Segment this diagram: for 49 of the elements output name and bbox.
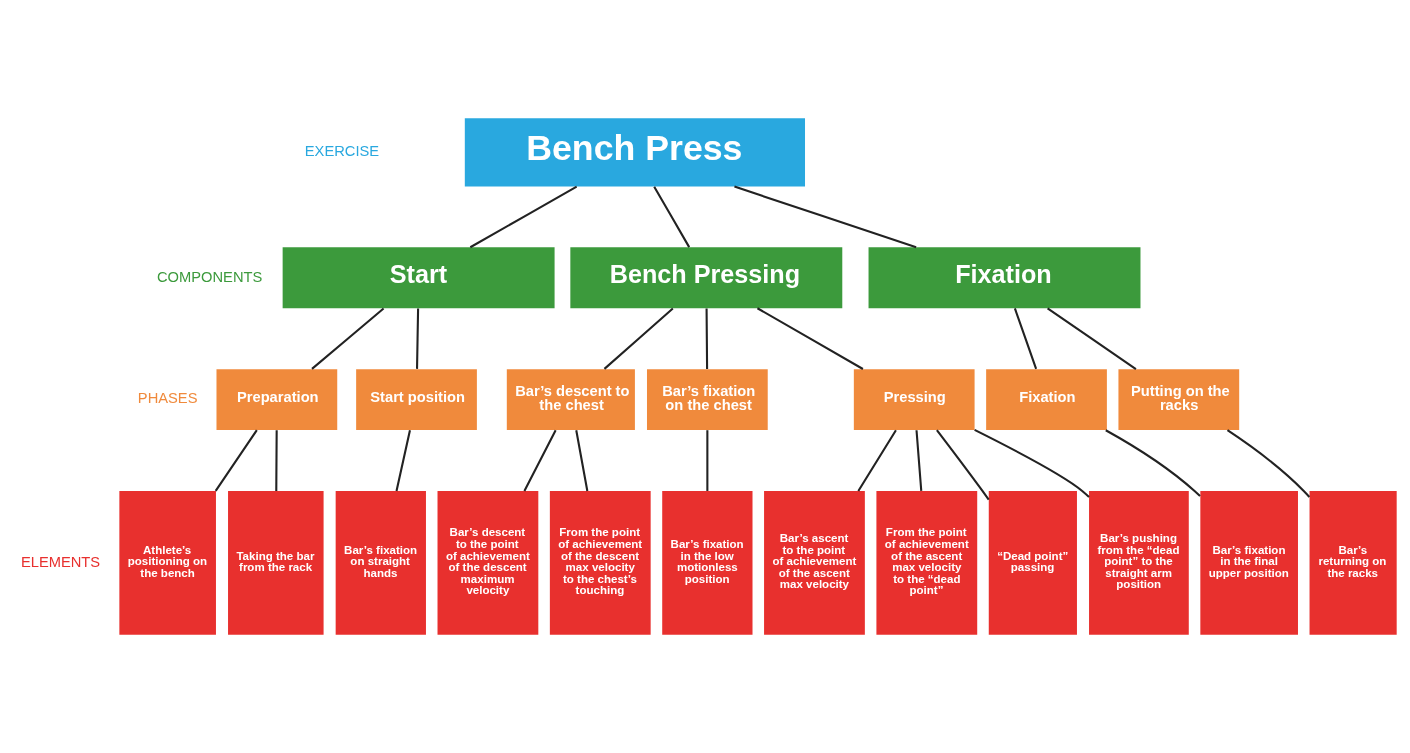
node-box: From the point of achievement of the descent max velocity to the chest’s touching [549, 490, 651, 635]
connector [936, 429, 990, 501]
connector [734, 185, 917, 249]
node-box: Bar’s descent to the chest [506, 369, 635, 431]
connector [1047, 307, 1137, 370]
connector [653, 186, 691, 248]
node-box: Start [282, 247, 555, 309]
connector [523, 429, 557, 492]
node-box: Athlete’s positioning on the bench [119, 490, 216, 635]
node-box: Bar’s fixation in the low motionless position [662, 490, 753, 635]
connector [705, 308, 709, 369]
node-box: Pressing [853, 369, 975, 431]
connector [469, 185, 578, 249]
connector [706, 430, 709, 491]
node-box: Bar’s pushing from the “dead point” to the straight arm position [1089, 490, 1189, 635]
connector [311, 307, 385, 370]
node-box: From the point of achievement of the ascent max velocity to the “dead point” [876, 490, 978, 635]
label: EXERCISE [304, 143, 380, 160]
node-box: Putting on the racks [1118, 369, 1240, 431]
label: ELEMENTS [20, 553, 101, 570]
node-box: Fixation [868, 247, 1141, 309]
node-box: Bench Press [464, 118, 805, 187]
label: COMPONENTS [157, 268, 263, 285]
connector [857, 429, 897, 492]
node-box: Bar’s returning on the racks [1309, 490, 1397, 635]
connector [416, 308, 420, 369]
node-box: “Dead point” passing [988, 490, 1077, 635]
node-box: Bar’s fixation on straight hands [335, 490, 426, 635]
connector [1013, 308, 1038, 370]
node-box: Start position [356, 369, 477, 431]
connector [756, 307, 864, 370]
node-box: Bar’s descent to the point of achievement of the descent maximum velocity [437, 490, 539, 635]
node-box: Bar’s ascent to the point of achievement of the ascent max velocity [764, 490, 865, 635]
node-box: Bar’s fixation in the final upper position [1200, 490, 1298, 635]
connector [915, 430, 923, 492]
connector [395, 430, 411, 492]
node-box: Bar’s fixation on the chest [647, 369, 768, 431]
connector [603, 307, 674, 370]
connector [1226, 429, 1311, 498]
node-box: Preparation [216, 369, 338, 431]
connector [275, 430, 278, 491]
node-box: Fixation [986, 369, 1107, 431]
label: PHASES [137, 390, 198, 407]
connector [214, 429, 258, 492]
connector [575, 430, 589, 492]
connector [974, 428, 1090, 498]
node-box: Bench Pressing [570, 247, 843, 309]
node-box: Taking the bar from the rack [228, 490, 324, 635]
connector [1105, 429, 1201, 497]
